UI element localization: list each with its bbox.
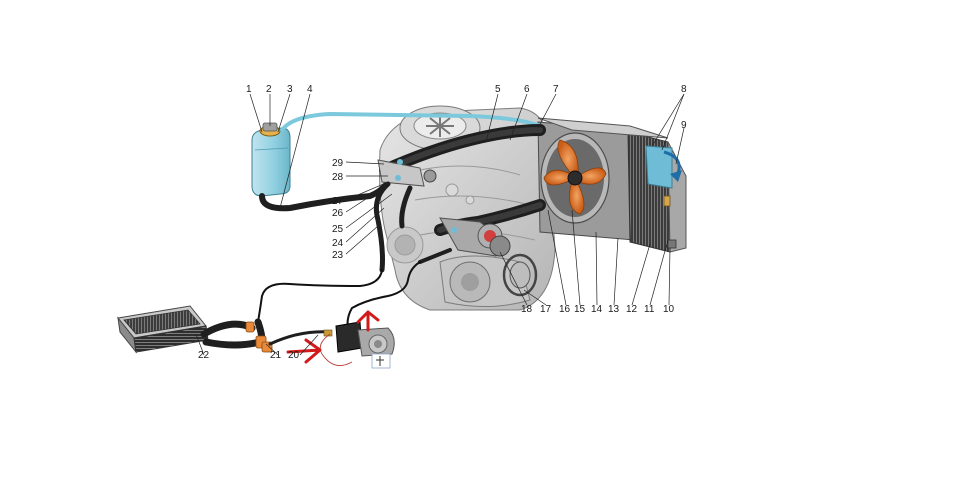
- callout-7: 7: [553, 84, 559, 95]
- callout-27: 27: [332, 196, 344, 207]
- red-arrow-up: [356, 310, 380, 332]
- leader-lines: [195, 93, 685, 356]
- callout-4: 4: [307, 84, 313, 95]
- callout-1: 1: [246, 84, 252, 95]
- callout-25: 25: [332, 224, 344, 235]
- callout-18: 18: [521, 304, 533, 315]
- callout-9: 9: [681, 120, 687, 131]
- callout-numbers: 1 2 3 4 5 6 7 8 9 10 11 12 13 14 15 16 1…: [198, 84, 687, 361]
- callout-20: 20: [288, 350, 300, 361]
- callout-13: 13: [608, 304, 620, 315]
- callout-17: 17: [540, 304, 552, 315]
- callout-16: 16: [559, 304, 571, 315]
- callout-14: 14: [591, 304, 603, 315]
- radiator: [537, 117, 687, 253]
- callout-28: 28: [332, 172, 344, 183]
- callout-8: 8: [681, 84, 687, 95]
- auxiliary-pump: [319, 321, 395, 369]
- heater-hoses: [200, 318, 332, 353]
- callout-15: 15: [574, 304, 586, 315]
- callout-23: 23: [332, 250, 344, 261]
- callout-5: 5: [495, 84, 501, 95]
- callout-21: 21: [270, 350, 282, 361]
- callout-29: 29: [332, 158, 344, 169]
- callout-24: 24: [332, 238, 344, 249]
- expansion-tank: [251, 122, 291, 197]
- callout-22: 22: [198, 350, 210, 361]
- callout-6: 6: [524, 84, 530, 95]
- callout-2: 2: [266, 84, 272, 95]
- callout-10: 10: [663, 304, 675, 315]
- heater-core: [117, 305, 209, 354]
- callout-11: 11: [644, 304, 655, 315]
- hand-drawn-hoses: [257, 261, 421, 331]
- callout-3: 3: [287, 84, 293, 95]
- callout-12: 12: [626, 304, 638, 315]
- callout-26: 26: [332, 208, 344, 219]
- fan: [543, 139, 607, 215]
